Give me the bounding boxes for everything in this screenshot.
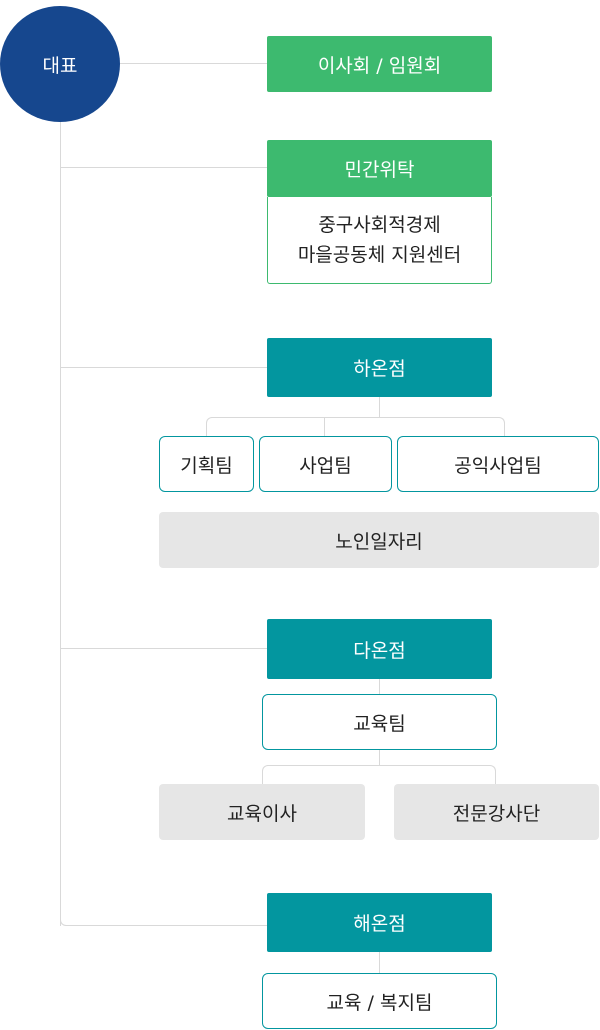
daon-team: 교육팀 (262, 694, 497, 750)
connector-haon-down (379, 397, 380, 417)
haon-program: 노인일자리 (159, 512, 599, 568)
daon-node: 다온점 (267, 619, 492, 679)
haon-team-business: 사업팀 (259, 436, 392, 492)
haon-team-planning: 기획팀 (159, 436, 254, 492)
bracket-daon-programs (262, 765, 496, 785)
root-node: 대표 (0, 6, 120, 122)
connector-haon (60, 367, 267, 368)
haon-node: 하온점 (267, 338, 492, 397)
connector-haon-mid (324, 417, 325, 437)
connector-private-trust (60, 167, 267, 168)
daon-team-label: 교육팀 (353, 712, 406, 735)
bracket-haon-teams (206, 417, 505, 437)
private-trust-body: 중구사회적경제 마을공동체 지원센터 (267, 197, 492, 284)
root-label: 대표 (42, 54, 78, 77)
haon-team-public-business-label: 공익사업팀 (454, 454, 542, 477)
connector-haeon (60, 918, 267, 926)
haon-program-label: 노인일자리 (335, 530, 423, 553)
haeon-label: 해온점 (353, 913, 406, 935)
connector-daon (60, 648, 267, 649)
haon-label: 하온점 (353, 358, 406, 380)
haon-team-business-label: 사업팀 (299, 454, 352, 477)
trunk-line (60, 118, 61, 926)
private-trust-header-label: 민간위탁 (344, 159, 415, 181)
private-trust-line2: 마을공동체 지원센터 (297, 244, 462, 266)
daon-program-education-director-label: 교육이사 (227, 802, 297, 825)
connector-haeon-team (379, 952, 380, 974)
daon-program-instructors: 전문강사단 (394, 784, 599, 840)
connector-daon-team-down (379, 749, 380, 765)
board-label: 이사회 / 임원회 (317, 54, 442, 77)
daon-label: 다온점 (353, 639, 406, 662)
daon-program-education-director: 교육이사 (159, 784, 365, 840)
connector-daon-team (379, 679, 380, 695)
board-node: 이사회 / 임원회 (267, 36, 492, 92)
haon-team-planning-label: 기획팀 (180, 454, 233, 477)
private-trust-line1: 중구사회적경제 (318, 214, 441, 236)
haeon-team: 교육 / 복지팀 (262, 973, 497, 1029)
haon-team-public-business: 공익사업팀 (397, 436, 599, 492)
connector-board (120, 63, 267, 64)
daon-program-instructors-label: 전문강사단 (452, 802, 541, 825)
haeon-node: 해온점 (267, 893, 492, 952)
haeon-team-label: 교육 / 복지팀 (326, 991, 433, 1014)
private-trust-header: 민간위탁 (267, 140, 492, 197)
